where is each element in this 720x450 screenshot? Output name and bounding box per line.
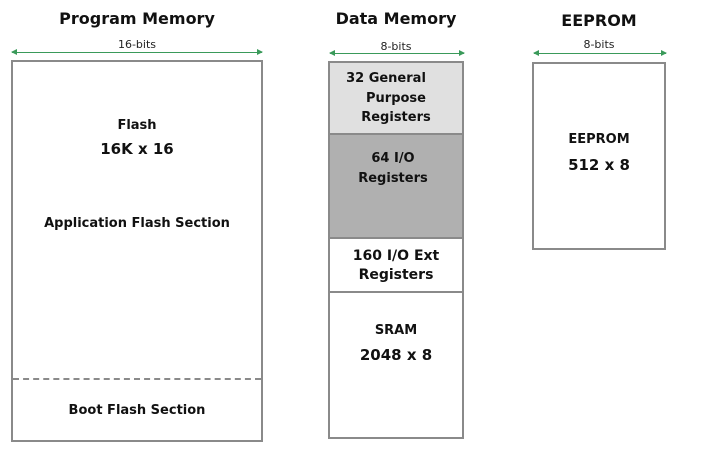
general-purpose-registers: 32 General Purpose Registers xyxy=(330,63,462,135)
boot-section-divider xyxy=(13,378,261,380)
io-registers-line-1: 64 I/O xyxy=(371,151,415,166)
gp-registers-line-2: Purpose xyxy=(366,91,426,106)
program-memory-width-arrow xyxy=(11,49,263,55)
io-registers-line-2: Registers xyxy=(358,171,428,186)
eeprom-width-arrow xyxy=(533,50,667,56)
io-registers: 64 I/O Registers xyxy=(330,135,462,239)
sram-size: 2048 x 8 xyxy=(359,346,433,364)
program-memory-block: Flash 16K x 16 Application Flash Section… xyxy=(11,60,263,442)
eeprom-block: EEPROM 512 x 8 xyxy=(532,62,666,250)
sram-label: SRAM xyxy=(374,323,418,338)
ext-io-registers-line-1: 160 I/O Ext xyxy=(352,248,440,264)
gp-registers-line-1: 32 General xyxy=(346,71,426,86)
data-memory-width-arrow xyxy=(329,50,465,56)
flash-label: Flash xyxy=(117,118,157,133)
eeprom-label: EEPROM xyxy=(568,132,630,147)
eeprom-title: EEPROM xyxy=(561,11,637,30)
flash-size: 16K x 16 xyxy=(100,140,174,158)
program-memory-title: Program Memory xyxy=(59,9,215,28)
boot-flash-section: Boot Flash Section xyxy=(68,403,206,418)
ext-io-registers-line-2: Registers xyxy=(358,267,434,283)
sram-section: SRAM 2048 x 8 xyxy=(330,293,462,437)
eeprom-size: 512 x 8 xyxy=(568,156,630,174)
application-flash-section: Application Flash Section xyxy=(44,216,230,231)
gp-registers-line-3: Registers xyxy=(361,110,431,125)
data-memory-title: Data Memory xyxy=(335,9,457,28)
data-memory-width-label: 8-bits xyxy=(380,40,412,53)
program-memory-width-label: 16-bits xyxy=(117,38,157,51)
data-memory-block: 32 General Purpose Registers 64 I/O Regi… xyxy=(328,61,464,439)
eeprom-width-label: 8-bits xyxy=(583,38,615,51)
ext-io-registers: 160 I/O Ext Registers xyxy=(330,239,462,293)
